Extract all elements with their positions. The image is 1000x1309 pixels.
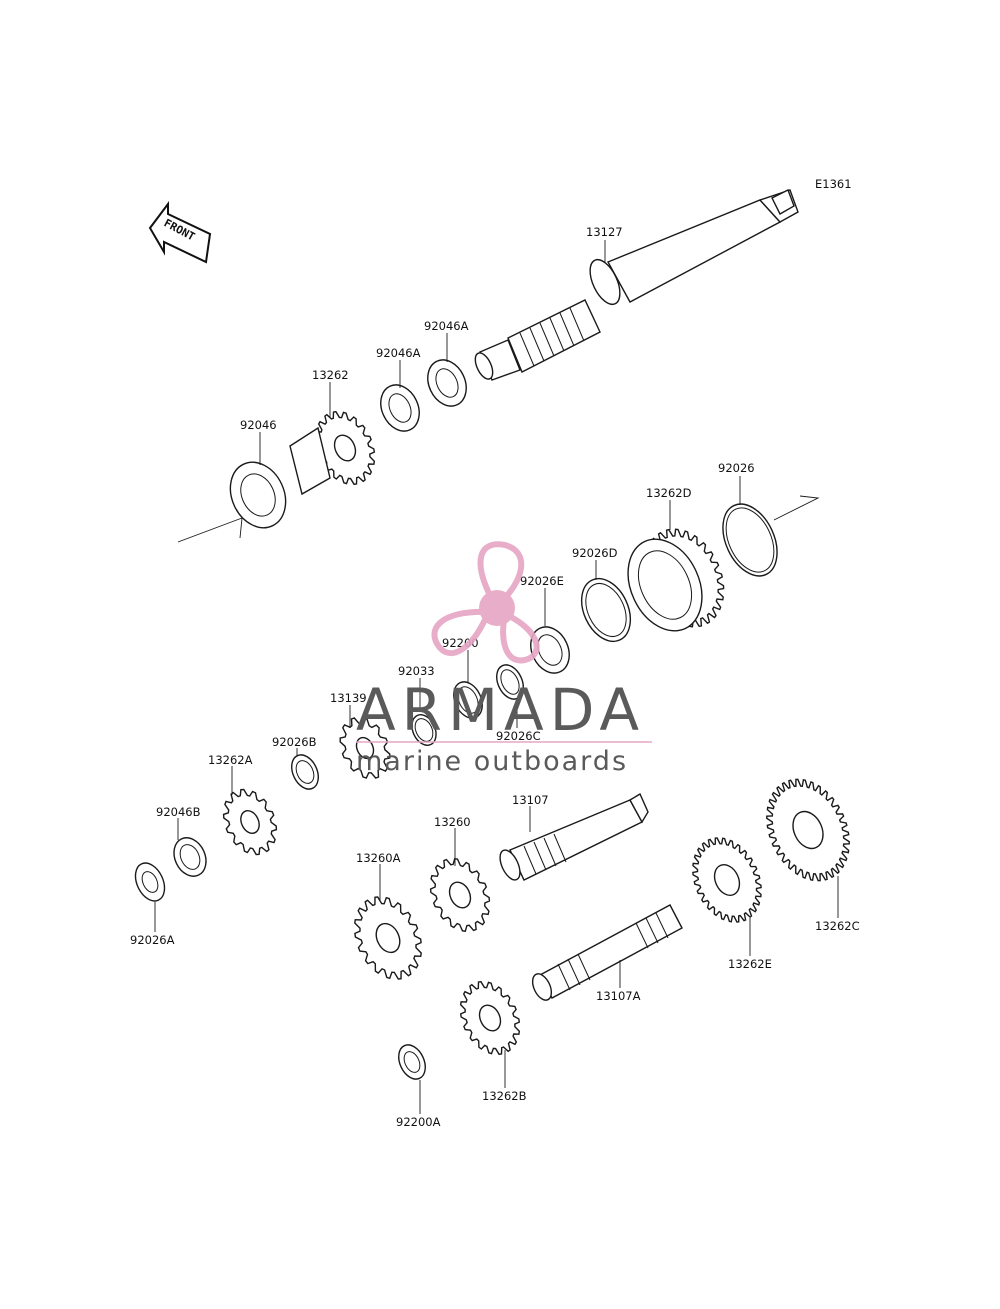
- label-92046A-top: 92046A: [424, 319, 469, 333]
- label-92026: 92026: [718, 461, 755, 475]
- needle-bearing-92046B: [173, 837, 207, 877]
- label-92033: 92033: [398, 664, 435, 678]
- label-13262A: 13262A: [208, 753, 253, 767]
- washer-92026B: [291, 754, 319, 790]
- gear-13262A: [222, 788, 278, 856]
- needle-bearing-92046A-left: [380, 384, 420, 432]
- label-13107A: 13107A: [596, 989, 641, 1003]
- part-labels: 13127 92046A 92046A 13262 92046 13262D 9…: [130, 225, 860, 1129]
- gear-13262D: [627, 528, 725, 632]
- label-13262B: 13262B: [482, 1089, 527, 1103]
- shaft-13107: [499, 792, 649, 881]
- label-13139: 13139: [330, 691, 367, 705]
- watermark-brand: ARMADA: [356, 676, 645, 744]
- front-arrow-icon: FRONT: [148, 201, 212, 264]
- watermark-tagline: marine outboards: [356, 746, 628, 777]
- washer-92026D: [580, 577, 632, 643]
- axis-guide-left: [177, 517, 243, 543]
- label-13262D: 13262D: [646, 486, 692, 500]
- armada-watermark: ARMADA marine outboards: [356, 541, 652, 777]
- label-13260A: 13260A: [356, 851, 401, 865]
- washer-92026C: [496, 664, 524, 700]
- label-92026E: 92026E: [520, 574, 564, 588]
- label-13127: 13127: [586, 225, 623, 239]
- label-92026A: 92026A: [130, 933, 175, 947]
- label-13262C: 13262C: [815, 919, 860, 933]
- label-13260: 13260: [434, 815, 471, 829]
- circlip-92033: [411, 714, 437, 746]
- label-92046A-mid: 92046A: [376, 346, 421, 360]
- shaft-13107A: [531, 904, 683, 1001]
- gear-13260A: [354, 896, 422, 980]
- label-92026D: 92026D: [572, 546, 618, 560]
- axis-guide-right: [773, 495, 820, 521]
- label-92046: 92046: [240, 418, 277, 432]
- gear-13262C: [766, 778, 850, 882]
- sleeve-13139: [339, 717, 391, 779]
- gear-13262B: [459, 980, 521, 1056]
- label-13107: 13107: [512, 793, 549, 807]
- bushing-92200: [453, 681, 483, 719]
- washer-92026A: [134, 862, 166, 902]
- label-92026C: 92026C: [496, 729, 541, 743]
- diagram-code: E1361: [815, 177, 852, 191]
- label-92046B: 92046B: [156, 805, 201, 819]
- needle-bearing-92046A-right: [427, 359, 467, 407]
- label-13262: 13262: [312, 368, 349, 382]
- label-92026B: 92026B: [272, 735, 317, 749]
- leader-lines: [154, 240, 839, 1114]
- propeller-logo-icon: [431, 541, 540, 664]
- washer-92200A: [398, 1044, 426, 1080]
- gear-13260: [429, 858, 491, 932]
- gear-13262: [289, 410, 376, 496]
- main-shaft-13127: [474, 189, 799, 381]
- label-13262E: 13262E: [728, 957, 772, 971]
- needle-bearing-92046: [229, 461, 287, 529]
- label-92200A: 92200A: [396, 1115, 441, 1129]
- gear-13262E: [692, 837, 762, 923]
- circlip-92026: [722, 503, 778, 577]
